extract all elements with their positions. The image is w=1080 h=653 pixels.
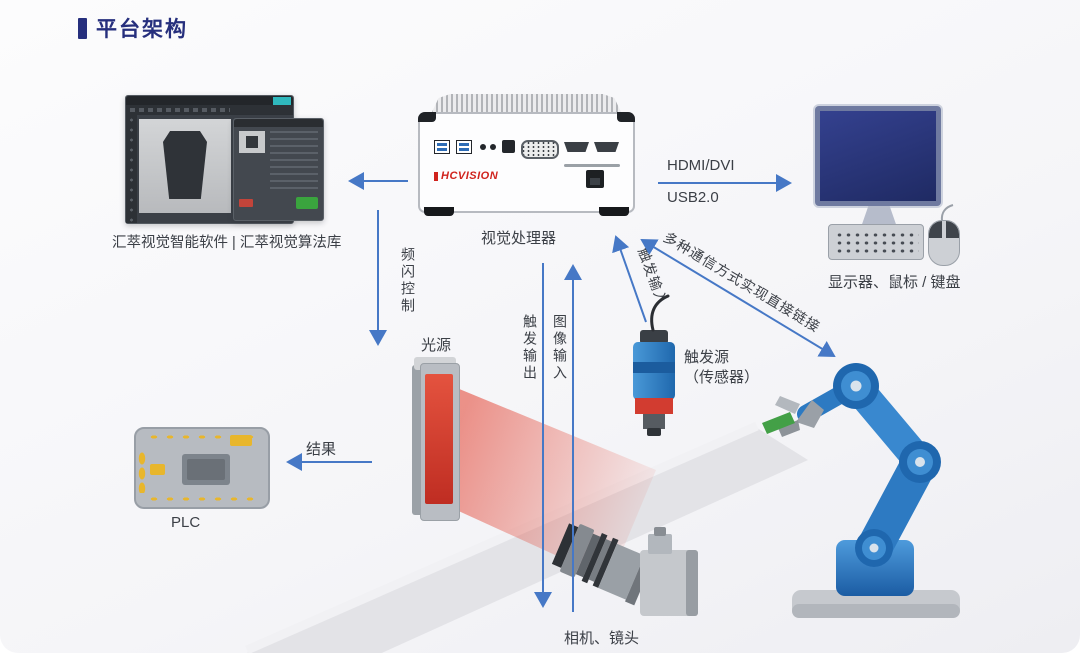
software-label: 汇萃视觉智能软件 | 汇萃视觉算法库: [112, 235, 342, 251]
display-label: 显示器、鼠标 / 键盘: [828, 274, 961, 291]
strobe-control-label: 频闪控制: [400, 247, 416, 315]
window-titlebar: [126, 96, 293, 105]
image-thumbnail: [239, 131, 265, 153]
device-foot: [599, 207, 629, 216]
result-label: 结果: [306, 441, 337, 458]
sensor-red-ring: [635, 398, 673, 414]
ethernet-port: [586, 170, 604, 188]
trigger-source-line1: 触发源: [684, 349, 730, 366]
plc-label: PLC: [171, 514, 201, 531]
trigger-input-label: 触发输入: [635, 245, 671, 308]
algorithm-library-window: [233, 118, 324, 221]
sensor-nozzle: [643, 414, 665, 429]
power-button: [502, 140, 515, 153]
trigger-sensor-illustration: [630, 326, 678, 438]
vent-slot: [564, 164, 620, 167]
brand-accent-bar: [434, 171, 438, 181]
trigger-source-line2: （传感器）: [684, 369, 760, 386]
plc-pins-bottom: [146, 495, 262, 503]
page-title-text: 平台架构: [96, 18, 188, 41]
mouse-illustration: [928, 220, 960, 266]
mouse-button-left: [929, 221, 942, 238]
window-accent: [273, 97, 291, 105]
heatsink-fins: [431, 94, 622, 114]
plc-pad: [230, 435, 252, 446]
light-source-illustration: [412, 357, 460, 523]
image-viewport: [139, 119, 231, 213]
hdmi-dvi-label: HDMI/DVI: [667, 157, 735, 174]
multi-comm-label: 多种通信方式实现直接链接: [660, 228, 824, 336]
led-indicator: [490, 144, 496, 150]
led-indicator: [480, 144, 486, 150]
light-emitting-face: [425, 374, 453, 504]
vision-processor-illustration: HCVISION: [418, 94, 635, 224]
io-connector: [521, 140, 559, 159]
plc-chip: [182, 454, 230, 485]
sensor-tip: [647, 428, 661, 436]
window-toolbar: [126, 105, 293, 115]
processor-body: HCVISION: [418, 112, 635, 213]
text-lines: [270, 131, 318, 189]
mouse-button-right: [946, 221, 959, 238]
camera-label: 相机、镜头: [564, 630, 640, 647]
light-source-label: 光源: [421, 337, 452, 354]
corner-accent: [418, 112, 436, 122]
keyboard-illustration: [828, 224, 924, 260]
plc-illustration: [134, 427, 270, 509]
plc-pins-left: [138, 451, 146, 493]
dvi-port: [594, 142, 619, 152]
device-foot: [424, 207, 454, 216]
brand-text: HCVISION: [441, 170, 499, 182]
plc-pins-top: [146, 433, 262, 441]
corner-accent: [617, 112, 635, 122]
image-input-label: 图像输入: [552, 314, 568, 382]
page-title: 平台架构: [78, 13, 188, 43]
monitor-illustration: [815, 106, 941, 206]
usb-ports: [456, 140, 472, 154]
trigger-source-label: 触发源 （传感器）: [684, 348, 759, 388]
usb-ports: [434, 140, 450, 154]
brand-logo: HCVISION: [434, 170, 498, 182]
tool-column: [126, 115, 137, 223]
monitor-screen: [820, 111, 936, 201]
inspected-part-silhouette: [163, 131, 207, 199]
trigger-output-label: 触发输出: [522, 314, 538, 382]
sensor-band: [633, 362, 675, 373]
usb-label: USB2.0: [667, 189, 719, 206]
keyboard-keys: [833, 229, 919, 255]
window-titlebar: [234, 119, 323, 127]
hdmi-port: [564, 142, 589, 152]
ok-indicator: [296, 197, 318, 209]
processor-label: 视觉处理器: [481, 230, 557, 247]
title-accent-bar: [78, 17, 87, 39]
ng-indicator: [239, 199, 253, 207]
plc-pad: [150, 464, 165, 475]
